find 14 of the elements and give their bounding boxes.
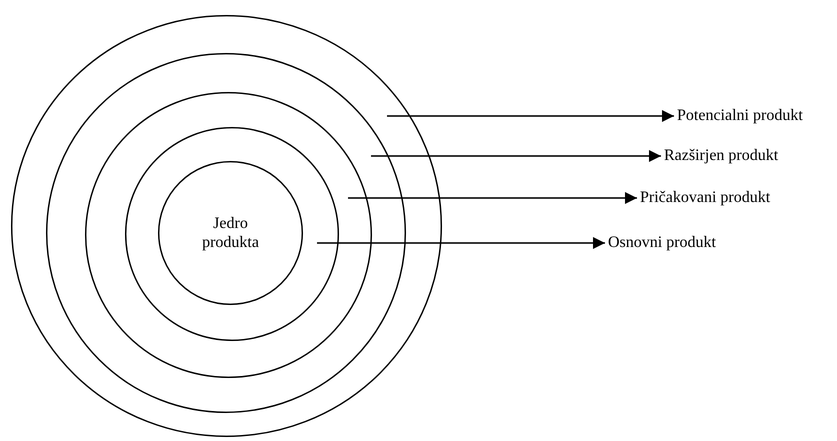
layer-label: Pričakovani produkt <box>640 189 770 207</box>
layer-label: Osnovni produkt <box>608 234 716 252</box>
leader-arrow <box>348 192 637 204</box>
leader-arrow <box>317 237 605 249</box>
ring-circle <box>125 127 339 341</box>
layer-label: Razširjen produkt <box>664 147 778 165</box>
leader-arrow <box>387 110 674 122</box>
ring-circle <box>46 53 406 413</box>
ring-circle <box>85 92 372 378</box>
core-label: Jedro produkta <box>201 214 260 252</box>
ring-circle <box>158 161 303 305</box>
leader-arrow <box>371 150 661 162</box>
layer-label: Potencialni produkt <box>677 107 803 125</box>
ring-circle <box>11 15 442 437</box>
